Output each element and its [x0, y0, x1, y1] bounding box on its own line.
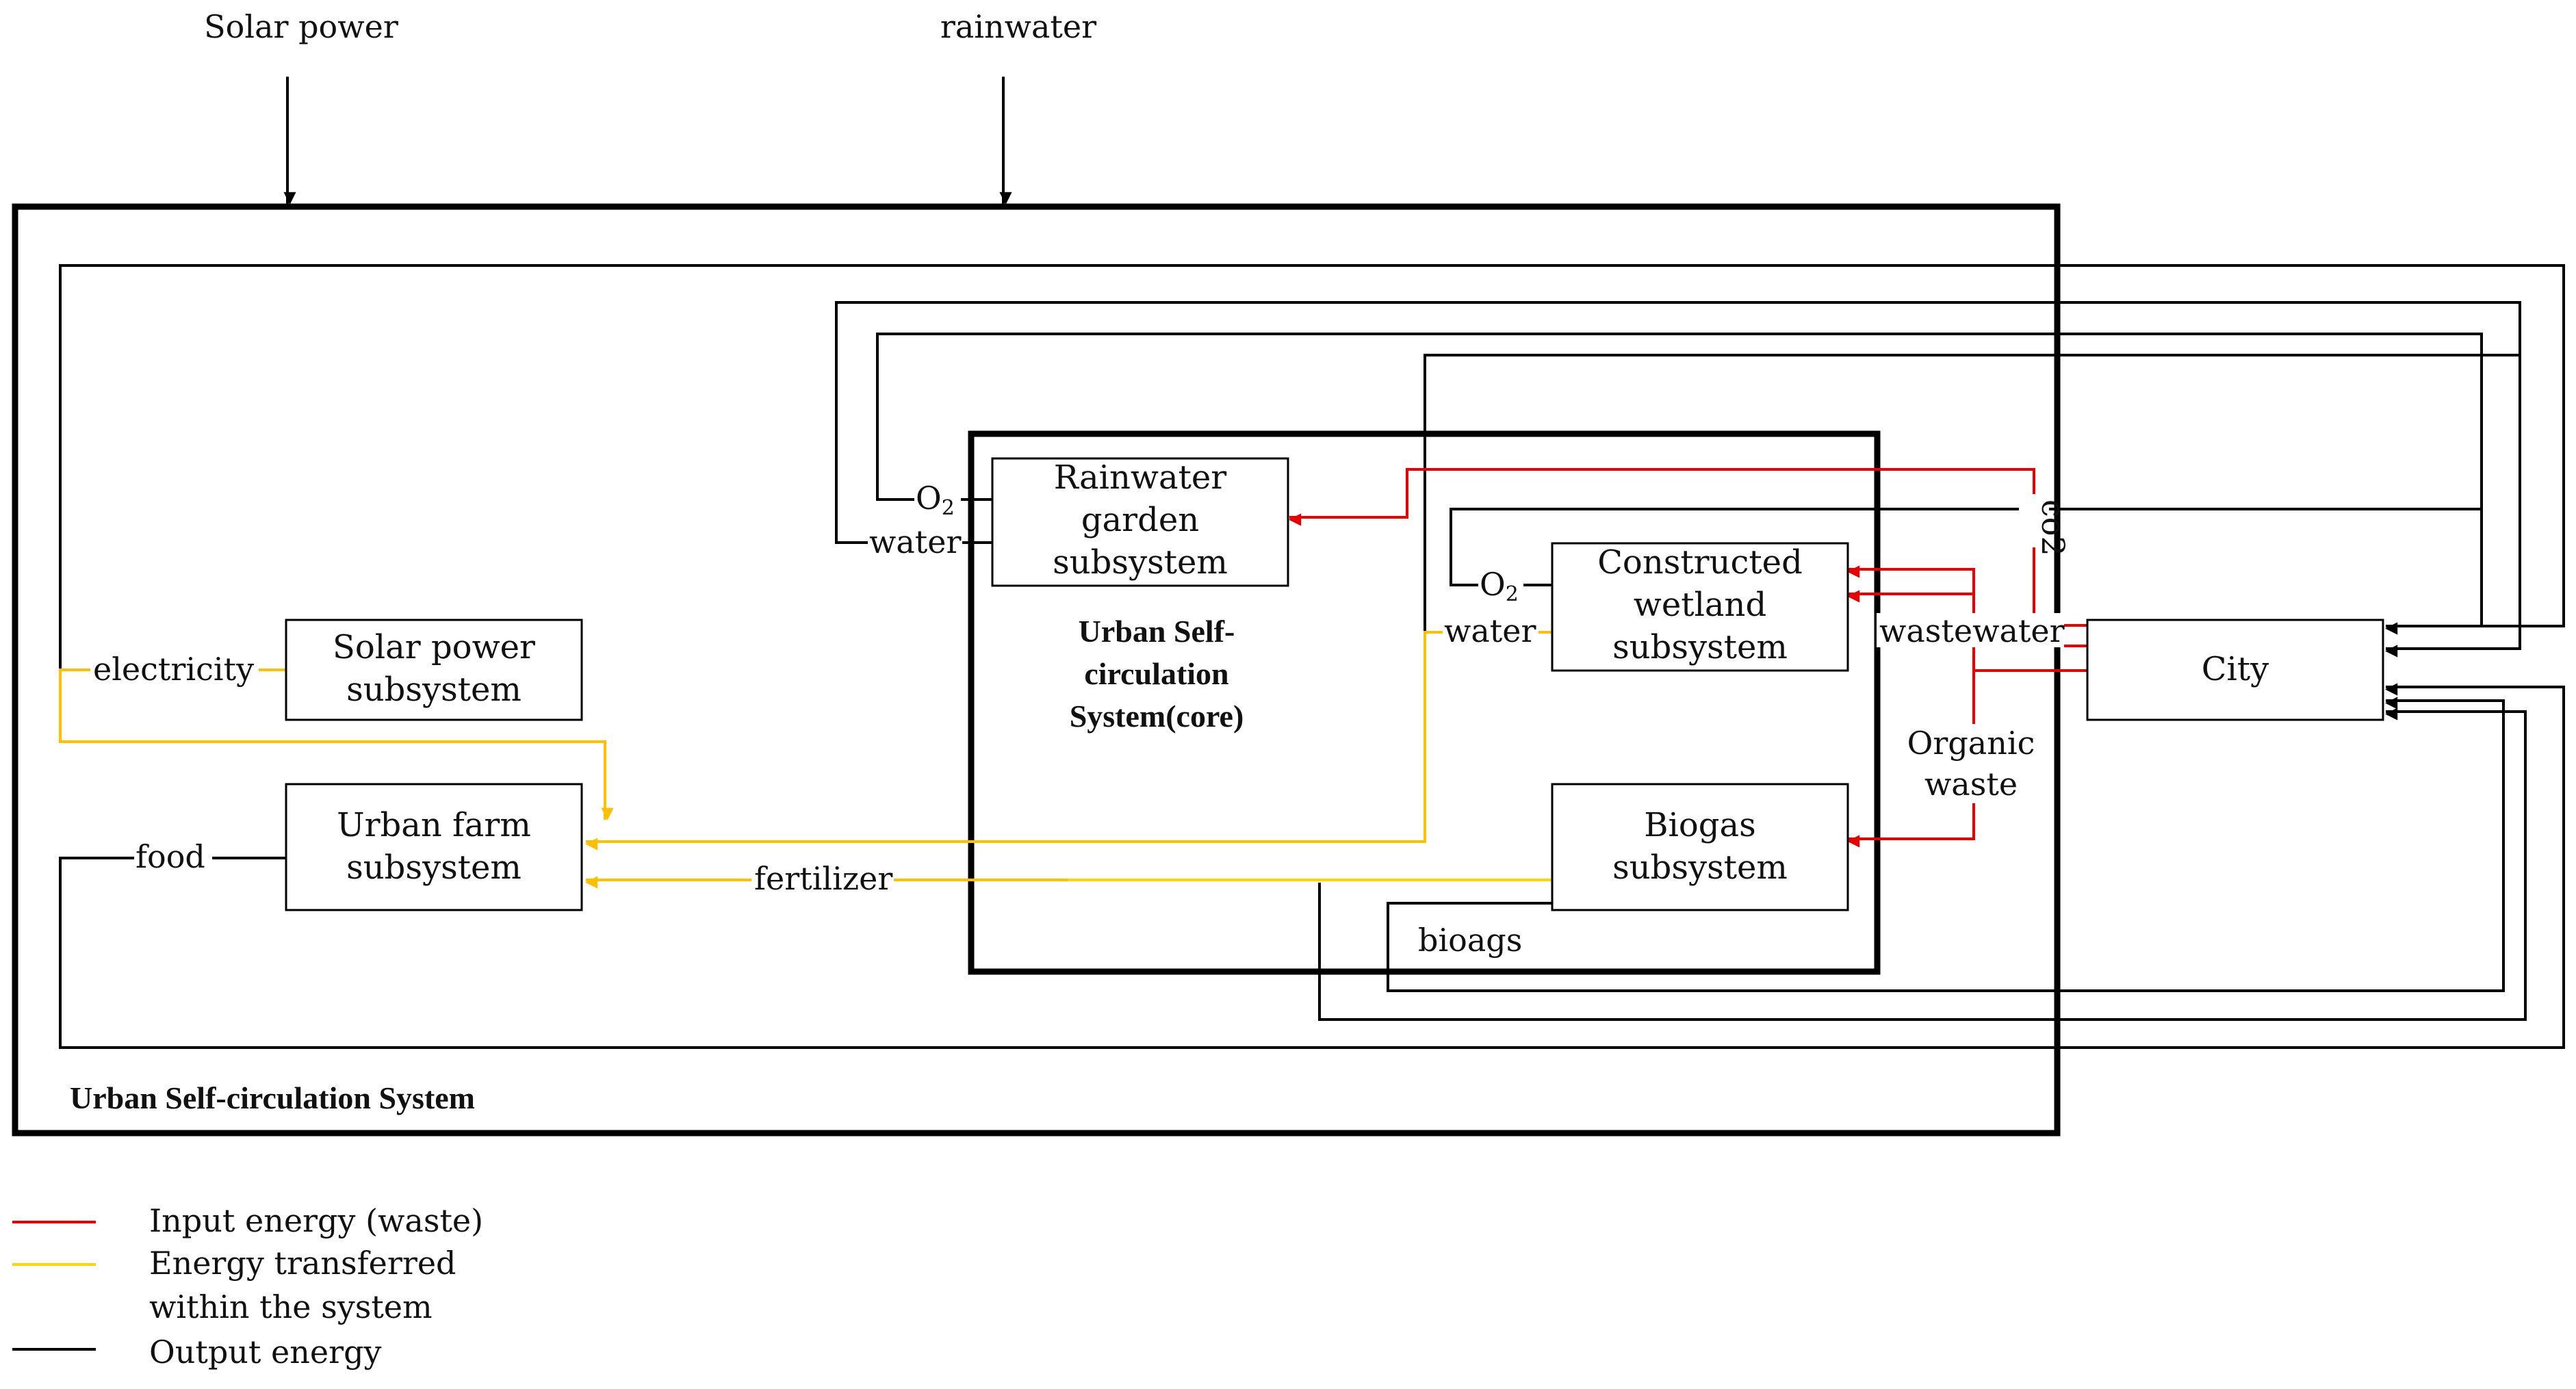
rainwater-garden-line2: garden: [1081, 501, 1199, 539]
output-loop-food: [59, 683, 2565, 1049]
solar-power-input-label: Solar power: [204, 8, 398, 45]
output-loop-rain-water: [835, 301, 2521, 658]
electricity-label: electricity: [93, 651, 254, 688]
solar-power-subsystem: Solar power subsystem: [285, 619, 583, 721]
rainwater-garden-line3: subsystem: [1053, 543, 1228, 582]
water-wet-label: water: [1444, 612, 1536, 649]
rainwater-input-label: rainwater: [940, 8, 1096, 45]
biogas-flow-label: bioags: [1418, 922, 1522, 959]
organic-waste-line1: Organic: [1907, 725, 2035, 762]
co2-label: co2: [2035, 499, 2072, 556]
legend-input-label: Input energy (waste): [149, 1202, 483, 1239]
o2-rain-label: O2: [916, 480, 955, 520]
internal-water-to-farm: [585, 631, 1552, 851]
output-loop-outer-top: [59, 264, 2565, 670]
food-label: food: [136, 838, 205, 875]
city-label: City: [2202, 650, 2269, 688]
legend: Input energy (waste) Energy transferred …: [12, 1202, 483, 1371]
constructed-wetland-subsystem: Constructed wetland subsystem: [1551, 542, 1849, 672]
core-system-label-line2: circulation: [1084, 656, 1228, 691]
constructed-wetland-line2: wetland: [1634, 586, 1766, 624]
rainwater-garden-subsystem: Rainwater garden subsystem: [991, 457, 1289, 587]
output-loop-wet-o2: [1450, 508, 2482, 586]
legend-internal-label-line1: Energy transferred: [149, 1245, 456, 1282]
output-loop-rain-o2: [876, 333, 2483, 627]
wastewater-label: wastewater: [1879, 612, 2065, 649]
rainwater-garden-line1: Rainwater: [1054, 458, 1227, 497]
urban-farm-subsystem: Urban farm subsystem: [285, 783, 583, 911]
urban-farm-line2: subsystem: [346, 848, 521, 887]
output-loop-biogas-1: [1387, 697, 2505, 992]
biogas-line1: Biogas: [1644, 806, 1756, 844]
organic-waste-line2: waste: [1924, 766, 2018, 803]
output-loop-biogas-2: [1318, 708, 2527, 1021]
solar-power-sub-line1: Solar power: [333, 628, 535, 666]
outer-system-label: Urban Self-circulation System: [70, 1080, 475, 1115]
core-system-label-line3: System(core): [1070, 699, 1244, 734]
core-system-label-line1: Urban Self-: [1079, 614, 1235, 649]
water-rain-label: water: [869, 523, 962, 560]
urban-farm-line1: Urban farm: [337, 806, 531, 844]
constructed-wetland-line3: subsystem: [1612, 628, 1788, 666]
biogas-line2: subsystem: [1612, 848, 1788, 887]
legend-internal-label-line2: within the system: [149, 1288, 433, 1325]
output-loop-wet-water: [1424, 354, 2520, 632]
constructed-wetland-line1: Constructed: [1597, 543, 1803, 582]
solar-power-sub-line2: subsystem: [346, 671, 521, 709]
o2-wet-label: O2: [1480, 566, 1519, 606]
fertilizer-label: fertilizer: [754, 860, 892, 897]
legend-output-label: Output energy: [149, 1334, 382, 1371]
biogas-subsystem: Biogas subsystem: [1551, 783, 1849, 911]
city-node: City: [2086, 619, 2384, 721]
